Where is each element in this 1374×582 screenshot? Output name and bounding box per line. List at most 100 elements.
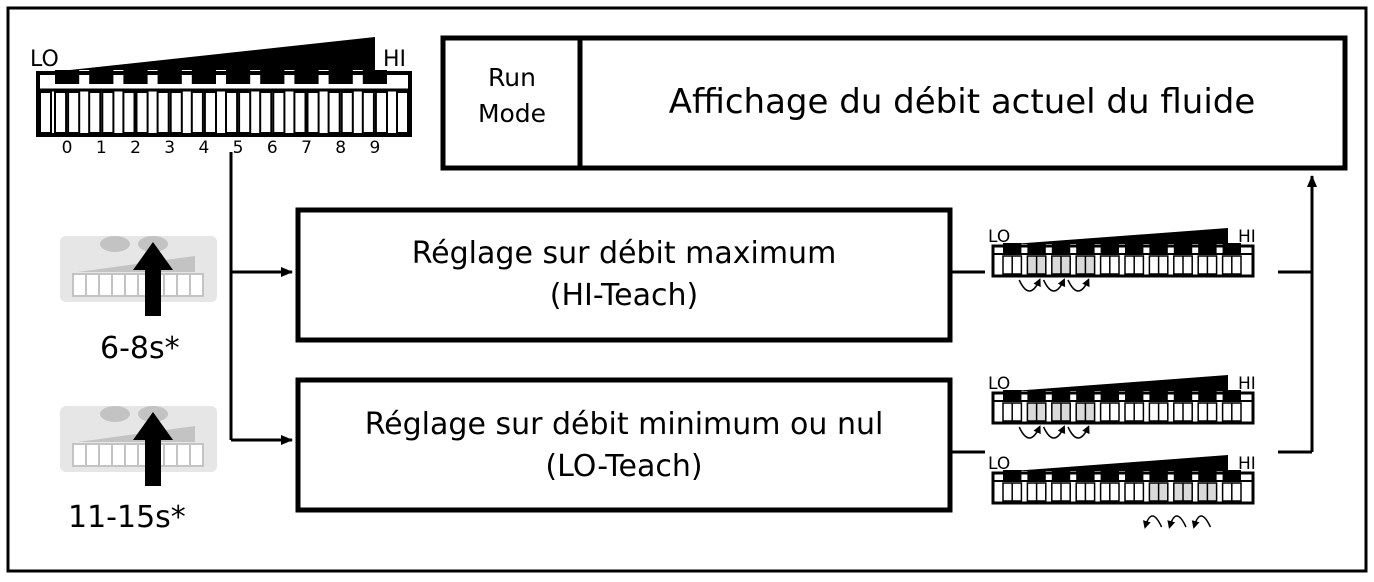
main-segment-cell [156,91,170,134]
main-digit-label: 6 [267,138,278,158]
right-connector [950,175,1317,454]
indicator-segment-cap [1173,243,1193,253]
indicator-segment-cap [1051,470,1071,480]
main-segment-cell [306,91,320,134]
main-segment-cell [135,91,149,134]
main-segment-cap [226,70,251,84]
indicator-segment-cap [1076,390,1095,400]
press-arrow-icon [133,242,173,316]
indicator-segment-cap [1173,470,1193,480]
indicator-segment-cap [1003,243,1022,253]
sequence-arrow-icon [1067,278,1090,292]
indicator-segment-cap [1125,390,1144,400]
main-segment-cell [259,91,273,134]
lo-teach-press-time: 11-15s* [68,500,186,535]
indicator-segment-cap [1149,470,1168,480]
main-segment-cap [260,70,285,84]
indicator-segment-cap [1125,470,1144,480]
indicator-segment-cap [1003,390,1022,400]
hi-teach-indicator: LO HI [988,227,1256,292]
sequence-arrow-icon [1142,515,1163,529]
main-digit-label: 4 [198,138,209,158]
indicator-segment-cap [1222,390,1241,400]
main-segment-cell [272,91,286,134]
sequence-arrow-icon [1018,425,1041,439]
indicator-segment-cap [1198,390,1217,400]
indicator-segment-cap [1051,390,1071,400]
main-segment-cap [362,70,387,84]
indicator-segment-cap [1027,470,1046,480]
main-segment-cell [88,91,102,134]
press-arrow-icon [133,412,173,486]
sequence-arrow-icon [1042,425,1066,439]
main-digit-label: 1 [96,138,107,158]
indicator-segment-cap [1076,243,1095,253]
indicator-segment-cap [1173,390,1193,400]
indicator-segment-cap [1100,470,1119,480]
main-segment-cell [374,91,388,134]
indicator-segment-cap [1100,390,1119,400]
indicator-segment-cap [1027,390,1046,400]
indicator-lo-label: LO [988,374,1010,394]
main-digit-label: 0 [62,138,73,158]
indicator-segment-cap [1198,243,1217,253]
main-segment-cap [157,70,182,84]
hi-teach-box: Réglage sur débit maximum (HI-Teach) [295,207,953,343]
main-segment-cell [203,91,217,134]
main-digit-label: 3 [164,138,175,158]
hi-teach-line1: Réglage sur débit maximum [412,236,837,271]
indicator-ramp [1013,455,1228,471]
sequence-arrow-icon [1067,425,1090,439]
lo-teach-box: Réglage sur débit minimum ou nul (LO-Tea… [295,377,953,513]
run-mode-label-line2: Mode [478,99,546,128]
main-lo-label: LO [30,47,59,72]
lo-teach-indicator-a: LO HI [988,374,1256,439]
hi-teach-line2: (HI-Teach) [550,278,698,313]
main-segment-cell [122,91,136,134]
indicator-segment-cap [1051,243,1071,253]
main-segment-cap [89,70,114,84]
lo-teach-line2: (LO-Teach) [545,449,702,484]
indicator-segment-cap [1027,243,1046,253]
button-dot [100,406,130,422]
sequence-arrow-icon [1042,278,1066,292]
indicator-segment-cap [1125,243,1144,253]
main-digit-label: 7 [301,138,312,158]
indicator-segment-cap [1198,470,1217,480]
main-segment-cap [123,70,148,84]
sequence-arrow-icon [1167,515,1187,529]
indicator-hi-label: HI [1238,374,1256,394]
main-segment-cell [190,91,204,134]
main-segment-cell [169,91,183,134]
indicator-ramp [1013,228,1228,244]
indicator-lo-label: LO [988,454,1010,474]
indicator-hi-label: HI [1238,227,1256,247]
indicator-lo-label: LO [988,227,1010,247]
main-digit-label: 5 [233,138,244,158]
main-segment-cell [361,91,375,134]
indicator-segment-cap [1100,243,1119,253]
indicator-segment-cap [1003,470,1022,480]
indicator-segment-cap [1076,470,1095,480]
main-segment-cap [55,70,80,84]
main-segment-cap [328,70,353,84]
main-segment-cell [340,91,354,134]
left-connector [229,152,293,445]
indicator-segment-cap [1149,243,1168,253]
main-segment-cell [101,91,115,134]
run-mode-box: Run Mode Affichage du débit actuel du fl… [440,35,1348,171]
main-segment-cell [327,91,341,134]
run-mode-label-line1: Run [488,63,536,92]
indicator-ramp [1013,375,1228,391]
lo-teach-line1: Réglage sur débit minimum ou nul [365,407,884,442]
main-segment-cell [293,91,307,134]
main-segment-cell [238,91,252,134]
main-digit-label: 8 [335,138,346,158]
main-ramp-wedge [70,37,375,70]
button-dot [100,236,130,252]
main-hi-label: HI [383,47,406,72]
sequence-arrow-icon [1018,278,1041,292]
